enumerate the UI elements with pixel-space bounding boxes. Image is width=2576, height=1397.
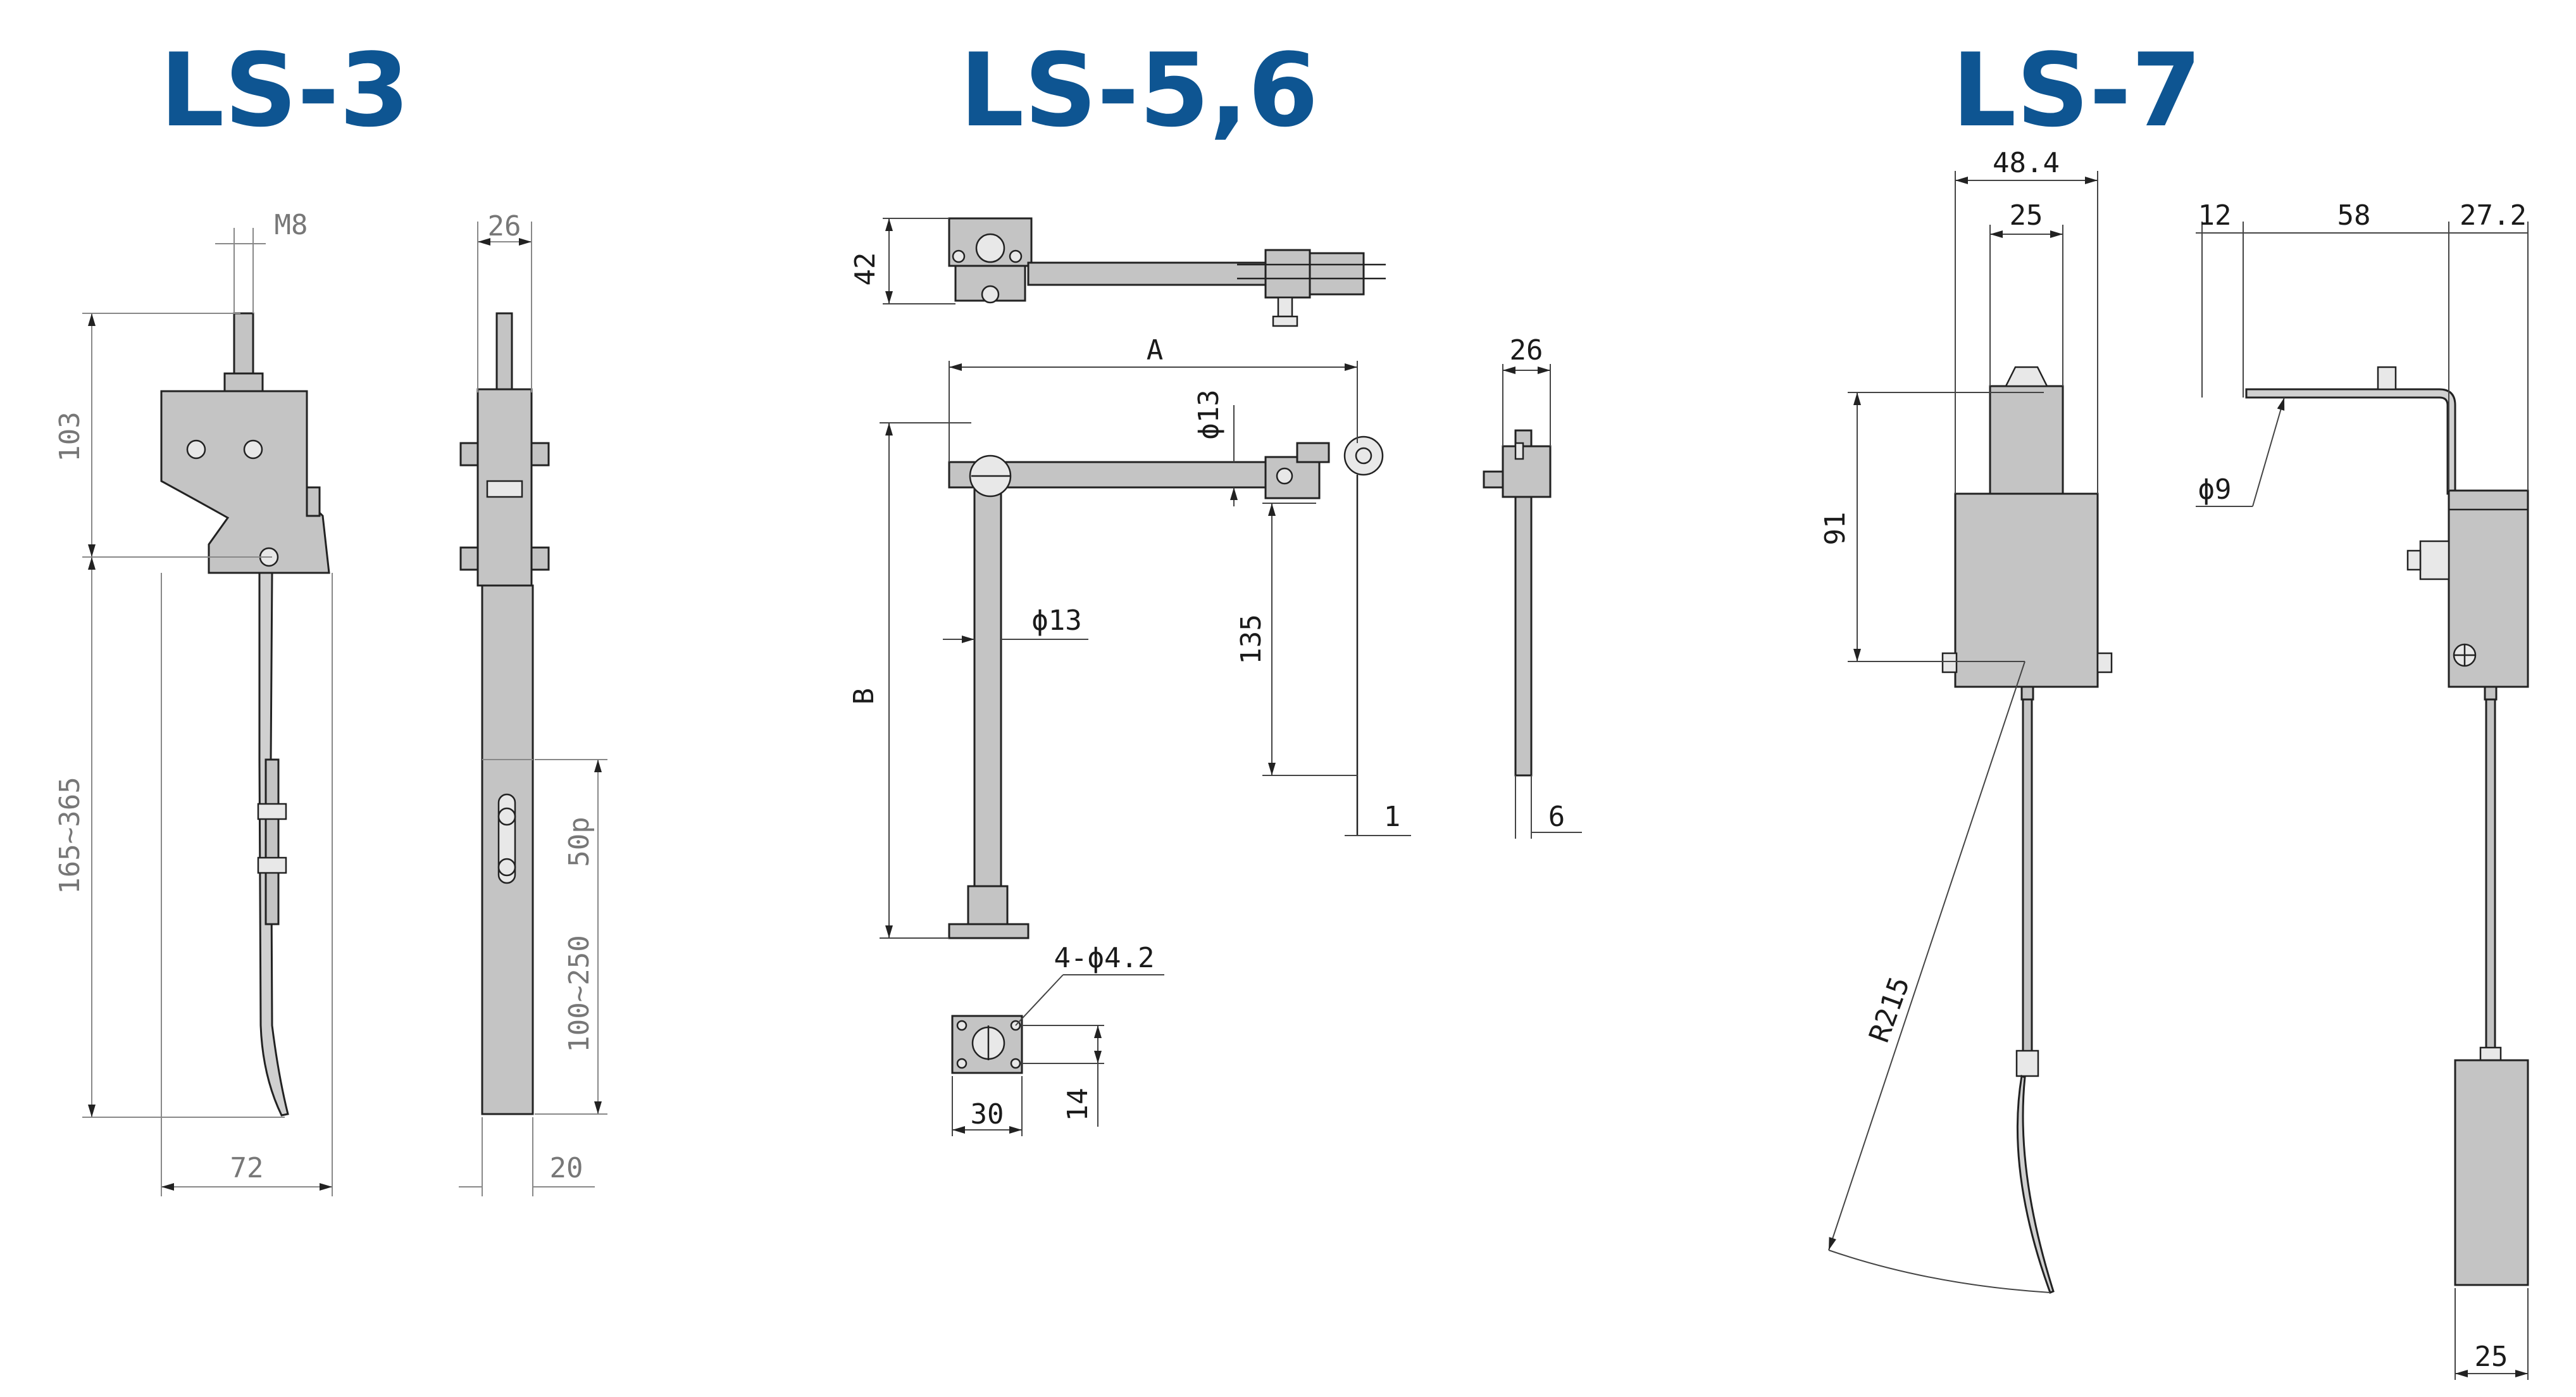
ls56-dim-drop: 135 [1235, 614, 1267, 664]
ls56-title: LS-5,6 [959, 31, 1318, 149]
ls3-dim-range: 165~365 [54, 777, 86, 894]
ls3-title: LS-3 [160, 31, 410, 149]
ls56-dim-A: A [1147, 334, 1164, 366]
ls3-dim-range-right: 100~250 [563, 935, 595, 1052]
ls56-dim-B: B [848, 688, 880, 705]
ls7-side-dimensions: 12 58 27.2 ϕ9 25 [2196, 199, 2529, 1380]
ls56-front-view [948, 435, 1384, 939]
ls7-dim-12: 12 [2198, 199, 2232, 232]
ls56-dim-base-width: 30 [971, 1098, 1004, 1131]
ls56-side-dimensions: 26 6 [1502, 334, 1582, 839]
ls56-dim-wire: 1 [1384, 801, 1401, 833]
ls7-dim-272: 27.2 [2460, 199, 2527, 232]
ls56-dim-height-top: 42 [849, 253, 881, 286]
ls56-dim-dia-post: ϕ13 [1031, 605, 1081, 637]
ls7-side-view [2245, 366, 2529, 1286]
ls3-side-view [459, 312, 550, 1115]
ls56-top-dimensions: 42 [849, 218, 955, 304]
ls56-dim-base-height: 14 [1062, 1088, 1094, 1122]
ls56-dim-holes: 4-ϕ4.2 [1054, 942, 1155, 974]
ls56-top-view [948, 217, 1386, 327]
ls3-dim-width-top: 26 [488, 210, 521, 242]
ls3-dim-thickness: 20 [550, 1152, 583, 1184]
ls7-dim-height: 91 [1819, 512, 1851, 546]
ls3-front-view [160, 312, 330, 1117]
ls3-dim-thread: M8 [275, 209, 308, 241]
ls7-dim-weight-width: 25 [2475, 1341, 2508, 1373]
ls56-dim-side-thick: 6 [1548, 801, 1565, 833]
ls7-front-dimensions: 48.4 25 91 R215 [1819, 147, 2098, 1293]
ls56-front-dimensions: A B ϕ13 ϕ13 135 1 [848, 334, 1411, 939]
ls56-base-view [951, 1015, 1023, 1074]
ls3-dim-height-top: 103 [54, 411, 86, 461]
ls3-side-dimensions: 26 100~250 50p 20 [459, 210, 607, 1196]
ls56-dim-dia-arm: ϕ13 [1193, 389, 1225, 439]
ls3-dim-pitch: 50p [563, 817, 595, 867]
ls56-side-view [1483, 429, 1552, 777]
ls7-dim-outer-width: 48.4 [1993, 147, 2060, 179]
ls7-dim-inner-width: 25 [2010, 199, 2043, 232]
ls3-dim-width-bottom: 72 [230, 1152, 264, 1184]
ls56-base-dimensions: 4-ϕ4.2 30 14 [952, 942, 1164, 1136]
ls56-dim-side-width: 26 [1510, 334, 1543, 366]
ls7-dim-dia: ϕ9 [2198, 473, 2232, 506]
ls7-front-view [1941, 366, 2113, 1294]
ls7-title: LS-7 [1952, 31, 2202, 149]
ls3-dimensions: M8 103 165~365 72 [54, 209, 333, 1196]
ls7-dim-58: 58 [2337, 199, 2371, 232]
